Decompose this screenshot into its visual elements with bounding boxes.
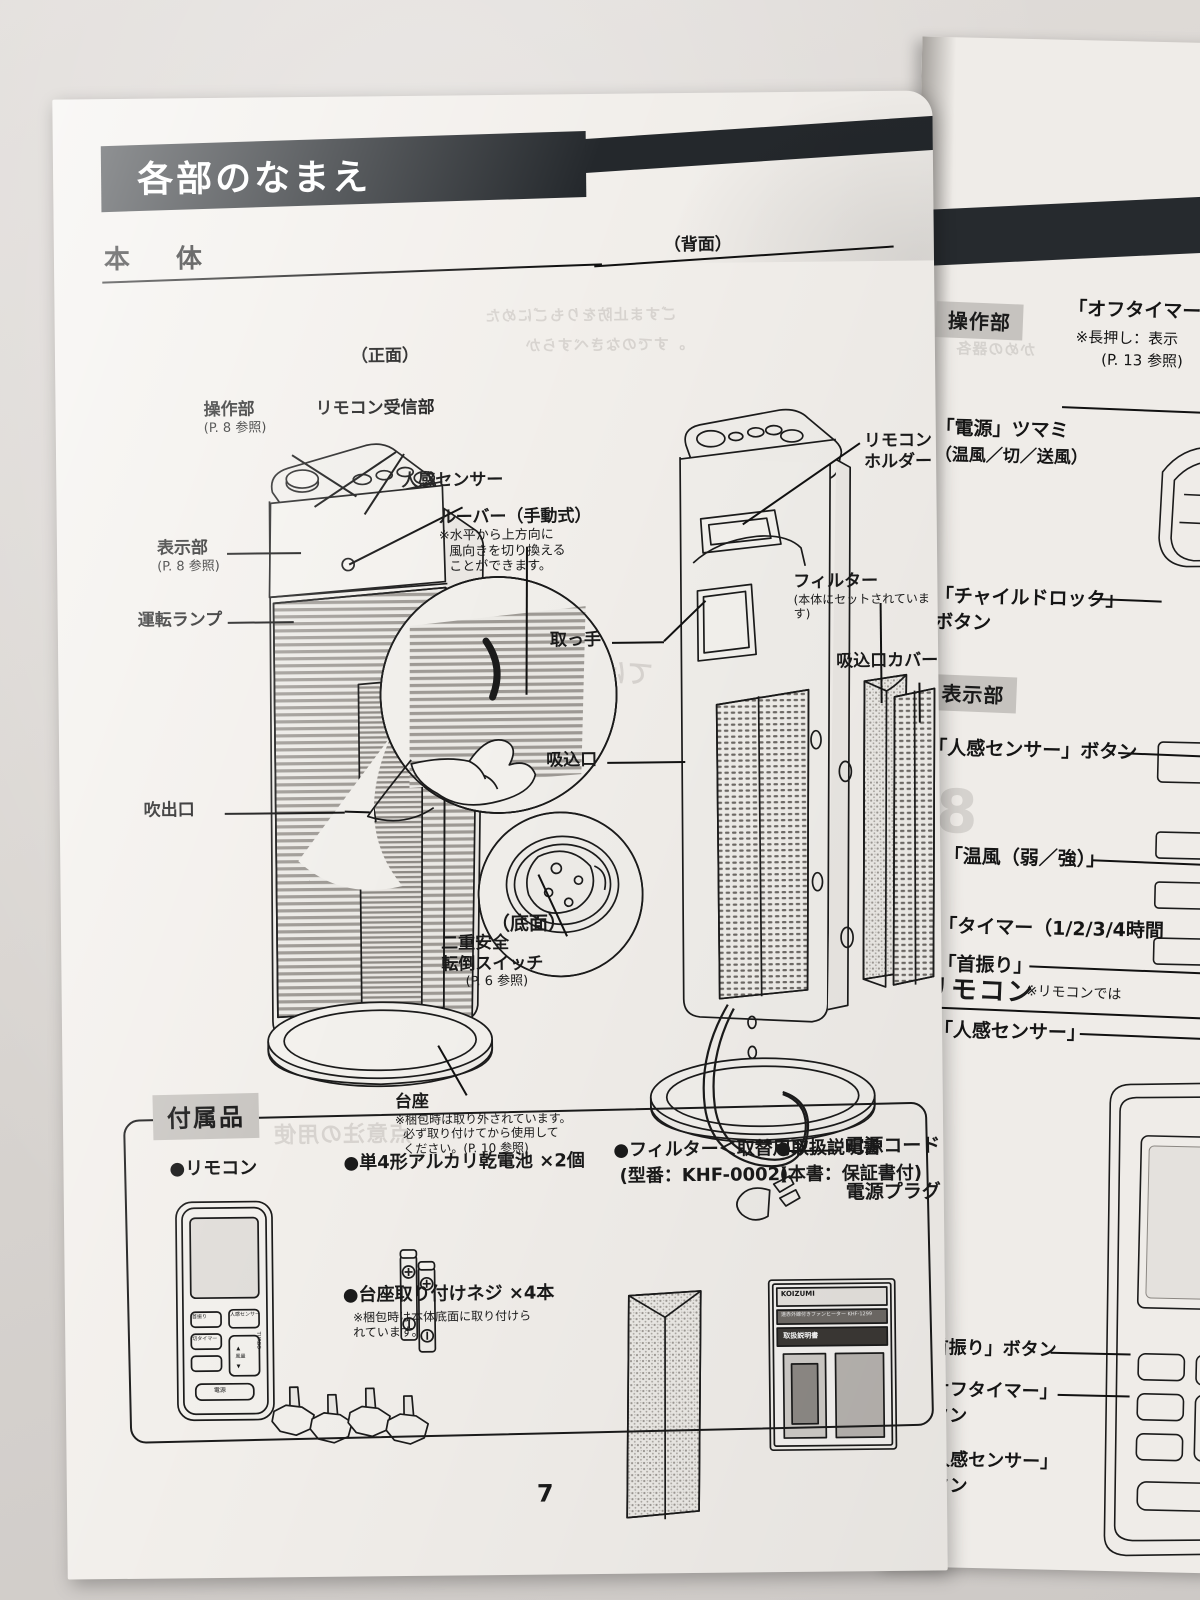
- accessory-item-manual-note: (本書：保証書付): [779, 1162, 923, 1186]
- label-remote-holder: リモコンホルダー: [863, 430, 933, 472]
- leader-air-outlet: [224, 811, 345, 815]
- accessory-item-manual: ●取扱説明書: [775, 1137, 882, 1160]
- showthrough-b: 。すでのなきべすらか: [524, 335, 686, 355]
- label-safety-switch-1: 二重安全: [441, 932, 510, 954]
- remote-button-turbo: TURBO: [255, 1331, 262, 1350]
- label-base-note-2: 必ず取り付けてから使用して: [403, 1125, 559, 1142]
- leader-warm-air: [1091, 859, 1200, 867]
- label-louver: ルーバー（手動式）: [438, 506, 592, 528]
- showthrough-a: ごすま止防をりもごにめた: [484, 305, 677, 326]
- label-human-sensor: 人感センサー: [401, 469, 504, 492]
- leader-off-timer: [1061, 406, 1200, 416]
- right-section-display-unit: 表示部: [928, 674, 1018, 714]
- label-air-inlet: 吸込口: [546, 749, 598, 771]
- leader-handle: [611, 641, 665, 644]
- label-warm-air: 「温風（弱／強）」: [943, 845, 1106, 871]
- accessory-item-batteries: ●単4形アルカリ乾電池 ×2個: [343, 1150, 585, 1174]
- leader-remote-swing: [1050, 1351, 1131, 1356]
- label-safety-switch-2: 転倒スイッチ: [441, 953, 544, 975]
- label-child-lock-1: 「チャイルドロック」: [934, 584, 1125, 612]
- showthrough-text: かめの器各: [955, 339, 1036, 360]
- showthrough-c: てけつを気: [518, 659, 654, 691]
- label-base: 台座: [394, 1091, 429, 1113]
- remote-button-power: 電源: [213, 1386, 226, 1395]
- label-remote-receiver: リモコン受信部: [315, 397, 435, 419]
- manual-cover-brand: KOIZUMI: [780, 1289, 815, 1299]
- page-number: 7: [536, 1479, 554, 1508]
- manual-cover-line-1: 遠赤外線付きファンヒーター KHF-1299: [781, 1311, 873, 1319]
- label-power-knob: 「電源」ツマミ: [935, 416, 1069, 442]
- leader-swing-display: [1029, 965, 1200, 976]
- label-filter: フィルター: [793, 571, 879, 592]
- accessory-item-remote: ●リモコン: [169, 1157, 258, 1180]
- label-inlet-cover: 吸込口カバー: [836, 650, 939, 672]
- leader-operation-lamp: [227, 621, 294, 624]
- remote-button-timer: 切タイマー: [192, 1335, 218, 1343]
- right-section-remote-note: ※リモコンでは: [1025, 983, 1122, 1004]
- label-safety-switch-ref: (P. 6 参照): [465, 974, 529, 990]
- label-off-timer: 「オフタイマー」: [1068, 297, 1200, 324]
- label-display: 表示部: [156, 538, 209, 559]
- label-handle: 取っ手: [549, 629, 602, 651]
- label-timer-display: 「タイマー（1/2/3/4時間: [937, 915, 1165, 943]
- label-control-panel: 操作部: [203, 399, 255, 421]
- remote-button-air-volume: 風量: [235, 1353, 246, 1360]
- remote-button-sensor: 人感センサー: [229, 1311, 261, 1318]
- accessory-item-filter-note: (型番：KHF-0002): [619, 1163, 789, 1187]
- body-heading: 本 体: [103, 243, 213, 276]
- leader-display: [227, 552, 302, 555]
- label-off-timer-note1: ※長押し：表示: [1075, 328, 1179, 349]
- accessory-item-screws: ●台座取り付けネジ ×4本: [342, 1282, 555, 1306]
- label-control-panel-ref: (P. 8 参照): [203, 420, 267, 436]
- label-child-lock-2: ボタン: [933, 610, 992, 635]
- label-filter-note: (本体にセットされています): [793, 591, 930, 622]
- label-power-knob-sub: （温風／切／送風）: [934, 444, 1089, 469]
- label-air-outlet: 吹出口: [143, 800, 195, 821]
- accessory-item-screws-note: ※梱包時は本体底面に取り付けら れています。: [352, 1308, 532, 1340]
- manual-cover-line-2: 取扱説明書: [783, 1331, 819, 1341]
- label-off-timer-note2: (P. 13 参照): [1100, 350, 1184, 371]
- remote-button-swing: 首振り: [192, 1314, 208, 1321]
- title-band-tail: [572, 114, 948, 174]
- label-sensor-display: 「人感センサー」: [933, 1018, 1087, 1045]
- leader-air-inlet: [607, 761, 686, 764]
- body-heading-rule-right: [594, 245, 894, 268]
- remote-button-down: ▼: [236, 1363, 241, 1370]
- label-louver-note-1: ※水平から上方向に: [438, 527, 554, 544]
- label-human-sensor-button: 「人感センサー」ボタン: [928, 736, 1138, 764]
- view-rear-label: （背面）: [663, 234, 732, 256]
- accessories-title: 付属品: [152, 1092, 260, 1141]
- showthrough-number: 8: [934, 776, 979, 848]
- section-title-band: 各部のなまえ: [100, 130, 587, 213]
- left-page: ごすま止防をりもごにめた 。すでのなきべすらか てけつを気 点意注の用使 各部の…: [52, 90, 948, 1580]
- view-front-label: （正面）: [350, 345, 420, 367]
- label-louver-note-3: ことができます。: [449, 558, 552, 575]
- section-title-text: 各部のなまえ: [136, 157, 372, 201]
- right-page-header-band: [916, 186, 1200, 283]
- leader-sensor-display: [1079, 1032, 1200, 1041]
- leader-remote-offtimer: [1057, 1393, 1130, 1398]
- remote-button-up: ▲: [236, 1345, 241, 1352]
- right-section-control-unit: 操作部: [935, 301, 1024, 341]
- leader-inlet-cover: [918, 682, 921, 723]
- label-operation-lamp: 運転ランプ: [137, 609, 223, 631]
- label-louver-note-2: 風向きを切り換える: [448, 542, 566, 560]
- right-remote-rule: [920, 1006, 1200, 1021]
- label-display-ref: (P. 8 参照): [157, 558, 220, 575]
